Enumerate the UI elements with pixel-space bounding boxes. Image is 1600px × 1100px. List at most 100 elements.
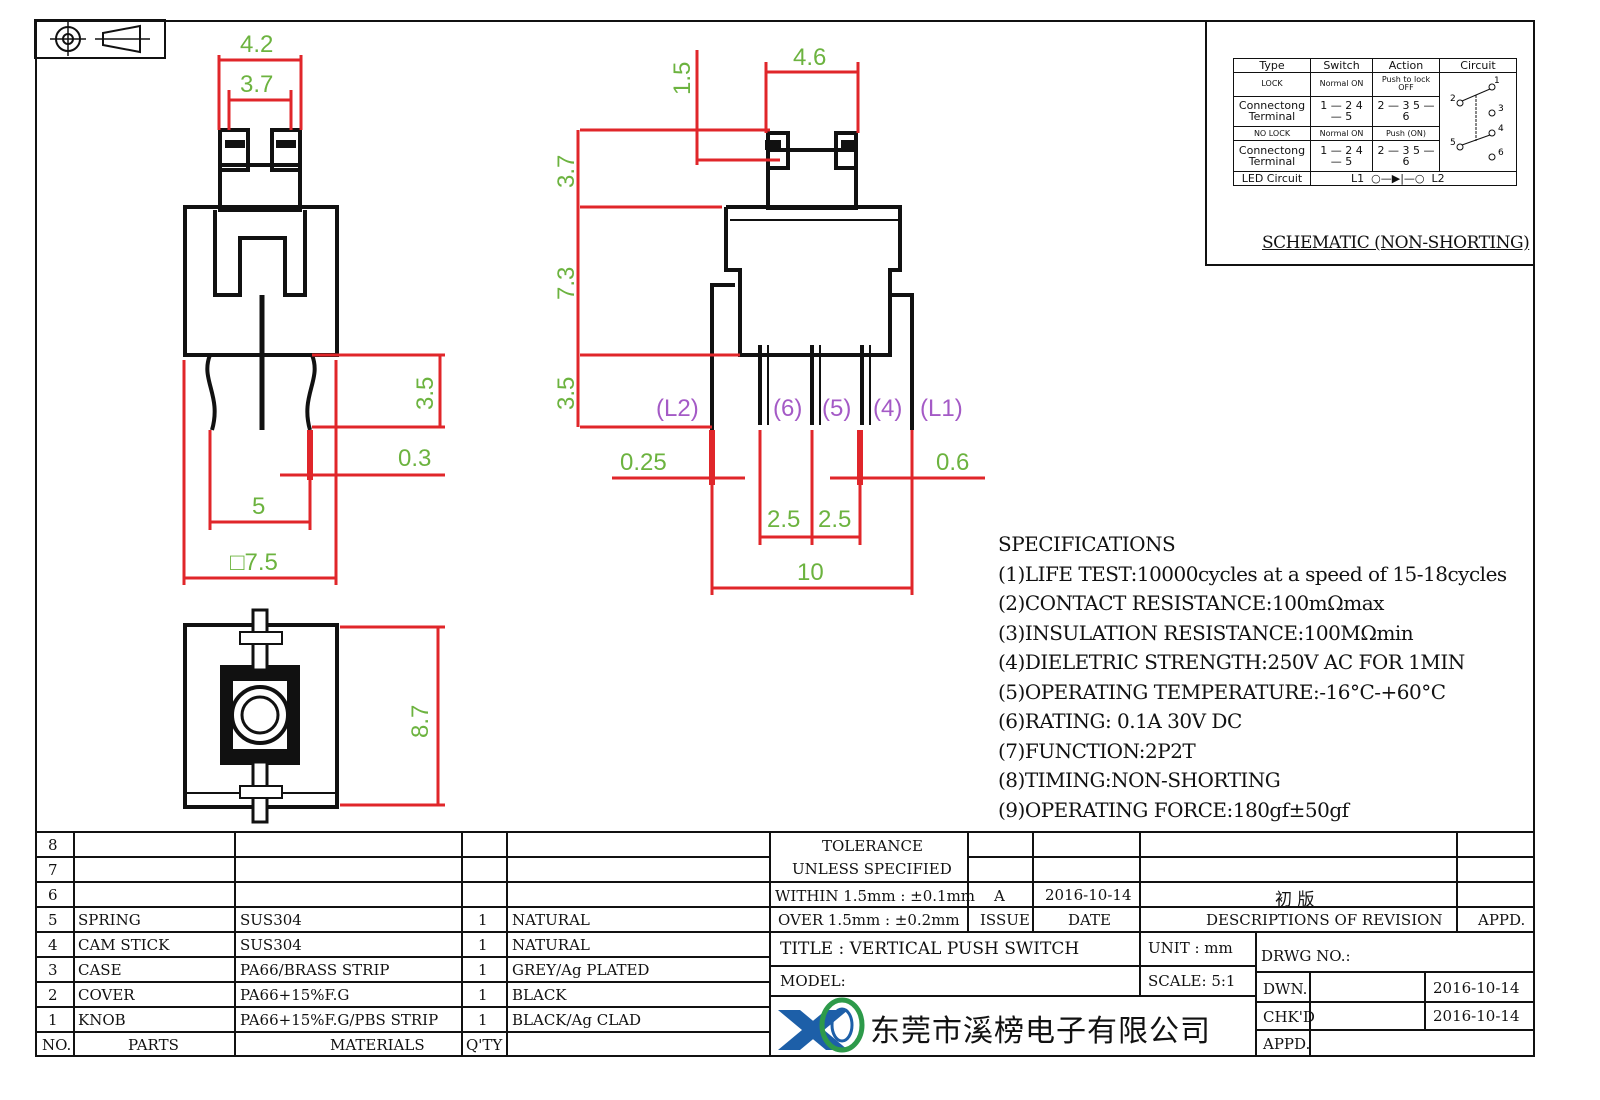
spec-item: (6)RATING: 0.1A 30V DC	[998, 709, 1242, 733]
tolerance-label: TOLERANCE	[822, 837, 923, 855]
schematic-title: SCHEMATIC (NON-SHORTING)	[1262, 233, 1530, 253]
bom-material: PA66+15%F.G	[240, 986, 350, 1004]
projection-symbol	[34, 19, 166, 59]
pin-5: (5)	[822, 395, 851, 422]
bom-no: 3	[48, 961, 58, 979]
dim-3-5-front: 3.5	[412, 377, 439, 410]
sch-nolock-switch: Normal ON	[1310, 126, 1373, 142]
dim-8-7: 8.7	[407, 705, 434, 738]
dim-0-6: 0.6	[936, 449, 969, 476]
issue-label: ISSUE	[980, 911, 1030, 929]
dim-3-5-side: 3.5	[553, 377, 580, 410]
sch-conn1-action: 2 — 3 5 — 6	[1372, 95, 1440, 128]
bom-qty: 1	[478, 986, 488, 1004]
spec-item: (4)DIELETRIC STRENGTH:250V AC FOR 1MIN	[998, 650, 1465, 674]
sch-conn1-switch: 1 — 2 4 — 5	[1310, 95, 1373, 128]
bom-part: SPRING	[78, 911, 141, 929]
dim-2-5-a: 2.5	[767, 506, 800, 533]
bom-finish: NATURAL	[512, 911, 590, 929]
drawing-frame	[35, 20, 1535, 1057]
dwn-label: DWN.	[1263, 980, 1308, 998]
sch-header-switch: Switch	[1310, 58, 1373, 73]
chkd-label: CHK'D	[1263, 1008, 1315, 1026]
bom-no: 8	[48, 836, 58, 854]
dim-7-5: □7.5	[230, 549, 278, 576]
spec-item: (7)FUNCTION:2P2T	[998, 738, 1196, 763]
dim-7-3: 7.3	[553, 267, 580, 300]
bom-qty: 1	[478, 961, 488, 979]
bom-qty: 1	[478, 936, 488, 954]
circuit-num-3: 3	[1498, 104, 1504, 114]
sch-conn2-switch: 1 — 2 4 — 5	[1310, 140, 1373, 172]
pin-l2: (L2)	[656, 395, 699, 422]
dim-5: 5	[252, 493, 265, 520]
pin-6: (6)	[773, 395, 802, 422]
bom-finish: BLACK/Ag CLAD	[512, 1011, 642, 1029]
company-name: 东莞市溪榜电子有限公司	[870, 1014, 1211, 1049]
sch-led-l1: L1	[1351, 172, 1365, 185]
bom-header-materials: MATERIALS	[330, 1036, 425, 1054]
chkd-date: 2016-10-14	[1433, 1007, 1520, 1025]
sch-header-circuit: Circuit	[1439, 58, 1517, 73]
sch-conn2: Connectong Terminal	[1233, 140, 1311, 172]
dwn-date: 2016-10-14	[1433, 979, 1520, 997]
bom-no: 1	[48, 1011, 58, 1029]
dim-1-5: 1.5	[669, 62, 696, 95]
unless-label: UNLESS SPECIFIED	[792, 860, 952, 878]
bom-header-qty: Q'TY	[466, 1036, 503, 1054]
circuit-symbol: 1 2 3 4 5 6	[1450, 76, 1504, 161]
spec-item: (8)TIMING:NON-SHORTING	[998, 768, 1281, 792]
circuit-num-4: 4	[1498, 124, 1504, 134]
sch-nolock-action: Push (ON)	[1372, 126, 1440, 142]
bom-material: SUS304	[240, 936, 302, 954]
revision-date: 2016-10-14	[1045, 886, 1132, 904]
appd-label: APPD.	[1263, 1035, 1311, 1053]
schematic-panel: Type Switch Action Circuit LOCK Normal O…	[1205, 20, 1535, 266]
circuit-num-5: 5	[1450, 138, 1456, 148]
sch-nolock: NO LOCK	[1233, 126, 1311, 142]
circuit-num-1: 1	[1494, 76, 1500, 86]
bom-header-parts: PARTS	[128, 1036, 179, 1054]
schematic-table: Type Switch Action Circuit LOCK Normal O…	[1233, 58, 1517, 186]
dim-2-5-b: 2.5	[818, 506, 851, 533]
sch-lock: LOCK	[1233, 72, 1311, 97]
title-block-grid	[35, 831, 1535, 1057]
drawing-number-label: DRWG NO.:	[1261, 947, 1351, 965]
bom-finish: NATURAL	[512, 936, 590, 954]
dim-0-3: 0.3	[398, 445, 431, 472]
revision-letter: A	[994, 887, 1005, 905]
bom-finish: GREY/Ag PLATED	[512, 961, 650, 979]
dim-0-25: 0.25	[620, 449, 667, 476]
appd-header: APPD.	[1478, 911, 1526, 929]
bom-qty: 1	[478, 1011, 488, 1029]
unit-label: UNIT : mm	[1148, 939, 1233, 957]
front-view	[183, 128, 339, 431]
spec-item: (9)OPERATING FORCE:180gf±50gf	[998, 797, 1349, 822]
specs-heading: SPECIFICATIONS	[998, 532, 1176, 556]
bom-no: 6	[48, 886, 58, 904]
spec-item: (5)OPERATING TEMPERATURE:-16°C-+60°C	[998, 679, 1446, 704]
date-label: DATE	[1068, 911, 1111, 929]
spec-item: (1)LIFE TEST:10000cycles at a speed of 1…	[998, 561, 1507, 586]
dim-4-6: 4.6	[793, 44, 826, 71]
bom-no: 5	[48, 911, 58, 929]
revision-description: 初 版	[1275, 890, 1315, 910]
spec-item: (3)INSULATION RESISTANCE:100MΩmin	[998, 620, 1414, 645]
pin-l1: (L1)	[920, 395, 963, 422]
dim-3-7-side: 3.7	[553, 155, 580, 188]
sch-conn2-action: 2 — 3 5 — 6	[1372, 140, 1440, 172]
bom-header-no: NO.	[42, 1036, 72, 1054]
dim-10: 10	[797, 559, 824, 586]
side-view	[710, 131, 914, 430]
sch-circuit-cell: 1 2 3 4 5 6	[1439, 72, 1517, 172]
tolerance-within: WITHIN 1.5mm : ±0.1mm	[775, 887, 976, 905]
bom-part: CAM STICK	[78, 936, 170, 954]
bom-finish: BLACK	[512, 986, 567, 1004]
bom-material: PA66/BRASS STRIP	[240, 961, 390, 979]
led-diode-icon: ○—▶|—○	[1367, 172, 1428, 185]
sch-header-type: Type	[1233, 58, 1311, 73]
scale-label: SCALE: 5:1	[1148, 972, 1236, 990]
tolerance-over: OVER 1.5mm : ±0.2mm	[778, 911, 960, 929]
sch-header-action: Action	[1372, 58, 1440, 73]
